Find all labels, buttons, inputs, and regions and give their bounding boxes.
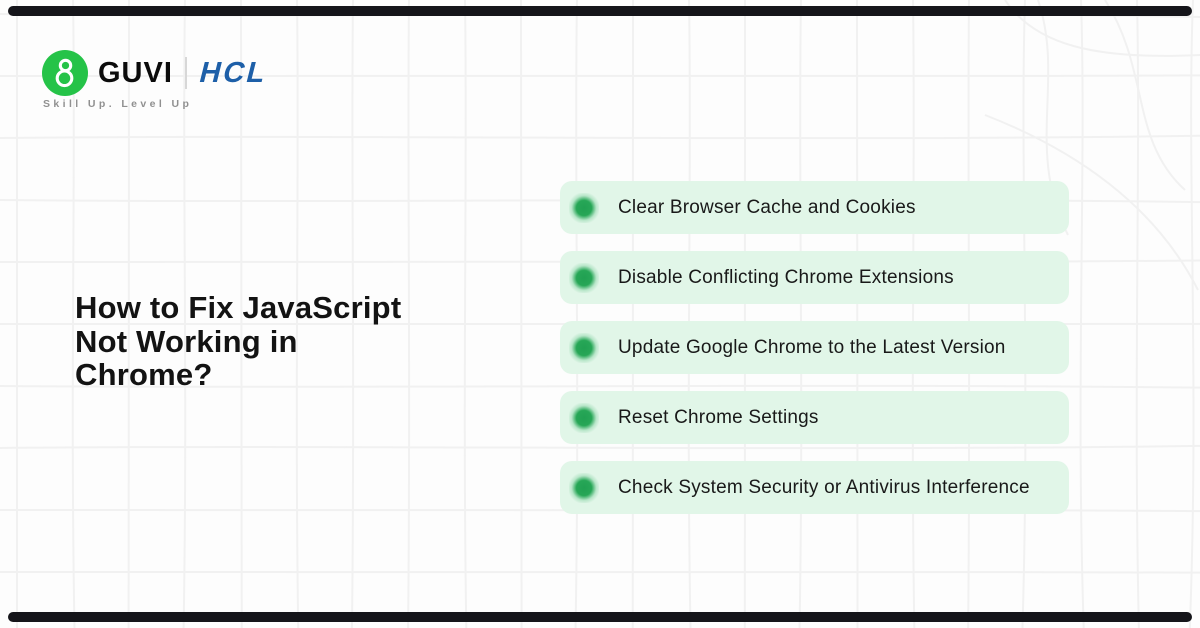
logo-divider xyxy=(184,57,187,89)
title-line-1: How to Fix JavaScript xyxy=(75,290,402,325)
page-title: How to Fix JavaScript Not Working in Chr… xyxy=(75,291,535,392)
title-line-2: Not Working in xyxy=(75,323,298,359)
list-item-label: Clear Browser Cache and Cookies xyxy=(618,196,916,218)
top-accent-bar xyxy=(8,6,1192,16)
green-glow-dot-icon xyxy=(569,472,599,503)
hcl-wordmark: HCL xyxy=(196,56,272,89)
guvi-g-icon xyxy=(42,50,88,96)
guvi-wordmark: GUVI xyxy=(98,56,173,89)
list-item: Reset Chrome Settings xyxy=(560,391,1069,444)
list-item-label: Reset Chrome Settings xyxy=(618,406,819,428)
list-item-label: Check System Security or Antivirus Inter… xyxy=(618,476,1030,498)
list-item-label: Disable Conflicting Chrome Extensions xyxy=(618,266,954,288)
bottom-accent-bar xyxy=(8,612,1192,622)
brand-tagline: Skill Up. Level Up xyxy=(43,98,193,110)
green-glow-dot-icon xyxy=(569,402,599,433)
green-glow-dot-icon xyxy=(569,192,599,223)
green-glow-dot-icon xyxy=(569,332,599,363)
list-item-label: Update Google Chrome to the Latest Versi… xyxy=(618,336,1006,358)
list-item: Disable Conflicting Chrome Extensions xyxy=(560,251,1069,304)
green-glow-dot-icon xyxy=(569,262,599,293)
list-item: Check System Security or Antivirus Inter… xyxy=(560,461,1069,514)
brand-lockup: GUVI HCL xyxy=(42,50,271,96)
list-item: Update Google Chrome to the Latest Versi… xyxy=(560,321,1069,374)
title-line-3: Chrome? xyxy=(75,357,213,392)
list-item: Clear Browser Cache and Cookies xyxy=(560,181,1069,234)
checklist: Clear Browser Cache and Cookies Disable … xyxy=(560,181,1069,531)
